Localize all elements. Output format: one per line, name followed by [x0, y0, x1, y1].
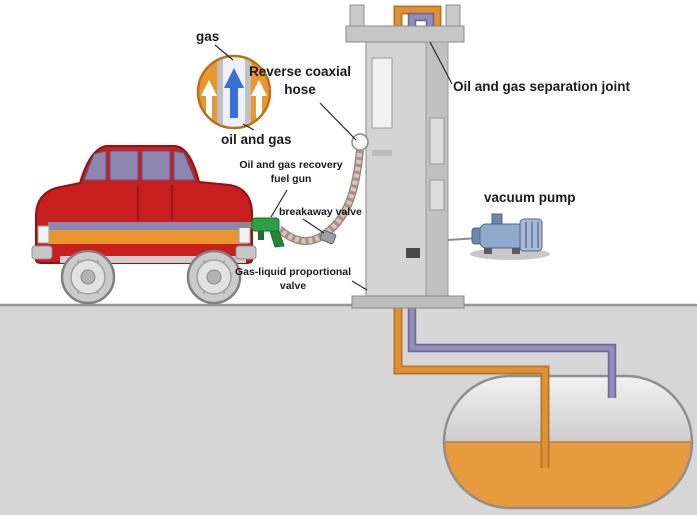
- vacuum-pump-graphic: [447, 213, 550, 260]
- pointer-gas-liquid-valve: [351, 280, 368, 291]
- oil-gas-arrow-right: [251, 80, 267, 96]
- car-fuel-door: [238, 225, 251, 244]
- oil-gas-arrow-left: [201, 80, 217, 96]
- tank-vapor-space: [444, 376, 692, 442]
- tank-outline: [442, 374, 694, 510]
- dispenser-button: [406, 248, 420, 258]
- fuel-nozzle: [238, 217, 285, 248]
- car-side-window: [109, 150, 139, 181]
- dispenser-panel: [429, 117, 445, 165]
- dispenser-left-stack: [349, 4, 365, 29]
- tank-oil-space: [444, 442, 692, 508]
- nozzle-body: [251, 217, 280, 232]
- car: [31, 145, 257, 305]
- car-taillight: [37, 225, 50, 244]
- label-recovery-fuel-gun: Oil and gas recovery fuel gun: [239, 159, 343, 185]
- pointer-gas: [214, 44, 234, 61]
- wheel-front: [186, 249, 242, 305]
- dispenser-right-stack: [445, 4, 461, 29]
- pointer-breakaway-valve: [302, 218, 325, 234]
- dispenser-base: [351, 295, 465, 309]
- wheel-rear: [60, 249, 116, 305]
- label-gas-liquid-valve: Gas-liquid proportional valve: [234, 266, 352, 292]
- label-reverse-coaxial-hose: Reverse coaxial hose: [248, 64, 352, 97]
- pointer-fuel-gun: [270, 189, 288, 218]
- label-separation-joint: Oil and gas separation joint: [453, 79, 631, 94]
- car-rocker-panel: [60, 256, 246, 263]
- dispenser-side-column: [425, 41, 449, 297]
- label-oil-and-gas: oil and gas: [221, 132, 292, 147]
- car-rear-window: [83, 150, 107, 181]
- dispenser-holster-slot: [372, 150, 392, 156]
- hose-cross-section-inset: [196, 54, 272, 130]
- label-breakaway-valve: breakaway valve: [279, 206, 362, 218]
- label-vacuum-pump: vacuum pump: [484, 190, 576, 205]
- dispenser-panel-2: [429, 179, 445, 211]
- car-windshield: [173, 150, 196, 181]
- pointer-separation-joint: [429, 41, 453, 85]
- car-rear-bumper: [31, 245, 53, 260]
- gas-up-arrow: [224, 68, 244, 88]
- hose-outlet-joint: [351, 133, 369, 151]
- car-front-bumper: [235, 245, 257, 260]
- underground-storage-tank: [442, 374, 694, 510]
- nozzle-spout: [238, 222, 254, 228]
- nozzle-trigger: [258, 231, 264, 240]
- dispenser-top-cap: [345, 25, 465, 43]
- car-orange-stripe: [48, 230, 248, 244]
- breakaway-valve-graphic: [319, 229, 337, 245]
- label-gas: gas: [196, 29, 220, 44]
- pointer-lines: [214, 41, 453, 291]
- fuel-dispenser: [345, 4, 465, 309]
- car-purple-stripe: [48, 222, 248, 230]
- pointer-reverse-hose: [319, 102, 357, 141]
- dispenser-display: [371, 57, 393, 129]
- pointer-oil-and-gas: [242, 123, 255, 131]
- nozzle-handle: [269, 230, 285, 248]
- car-side-window: [141, 150, 171, 181]
